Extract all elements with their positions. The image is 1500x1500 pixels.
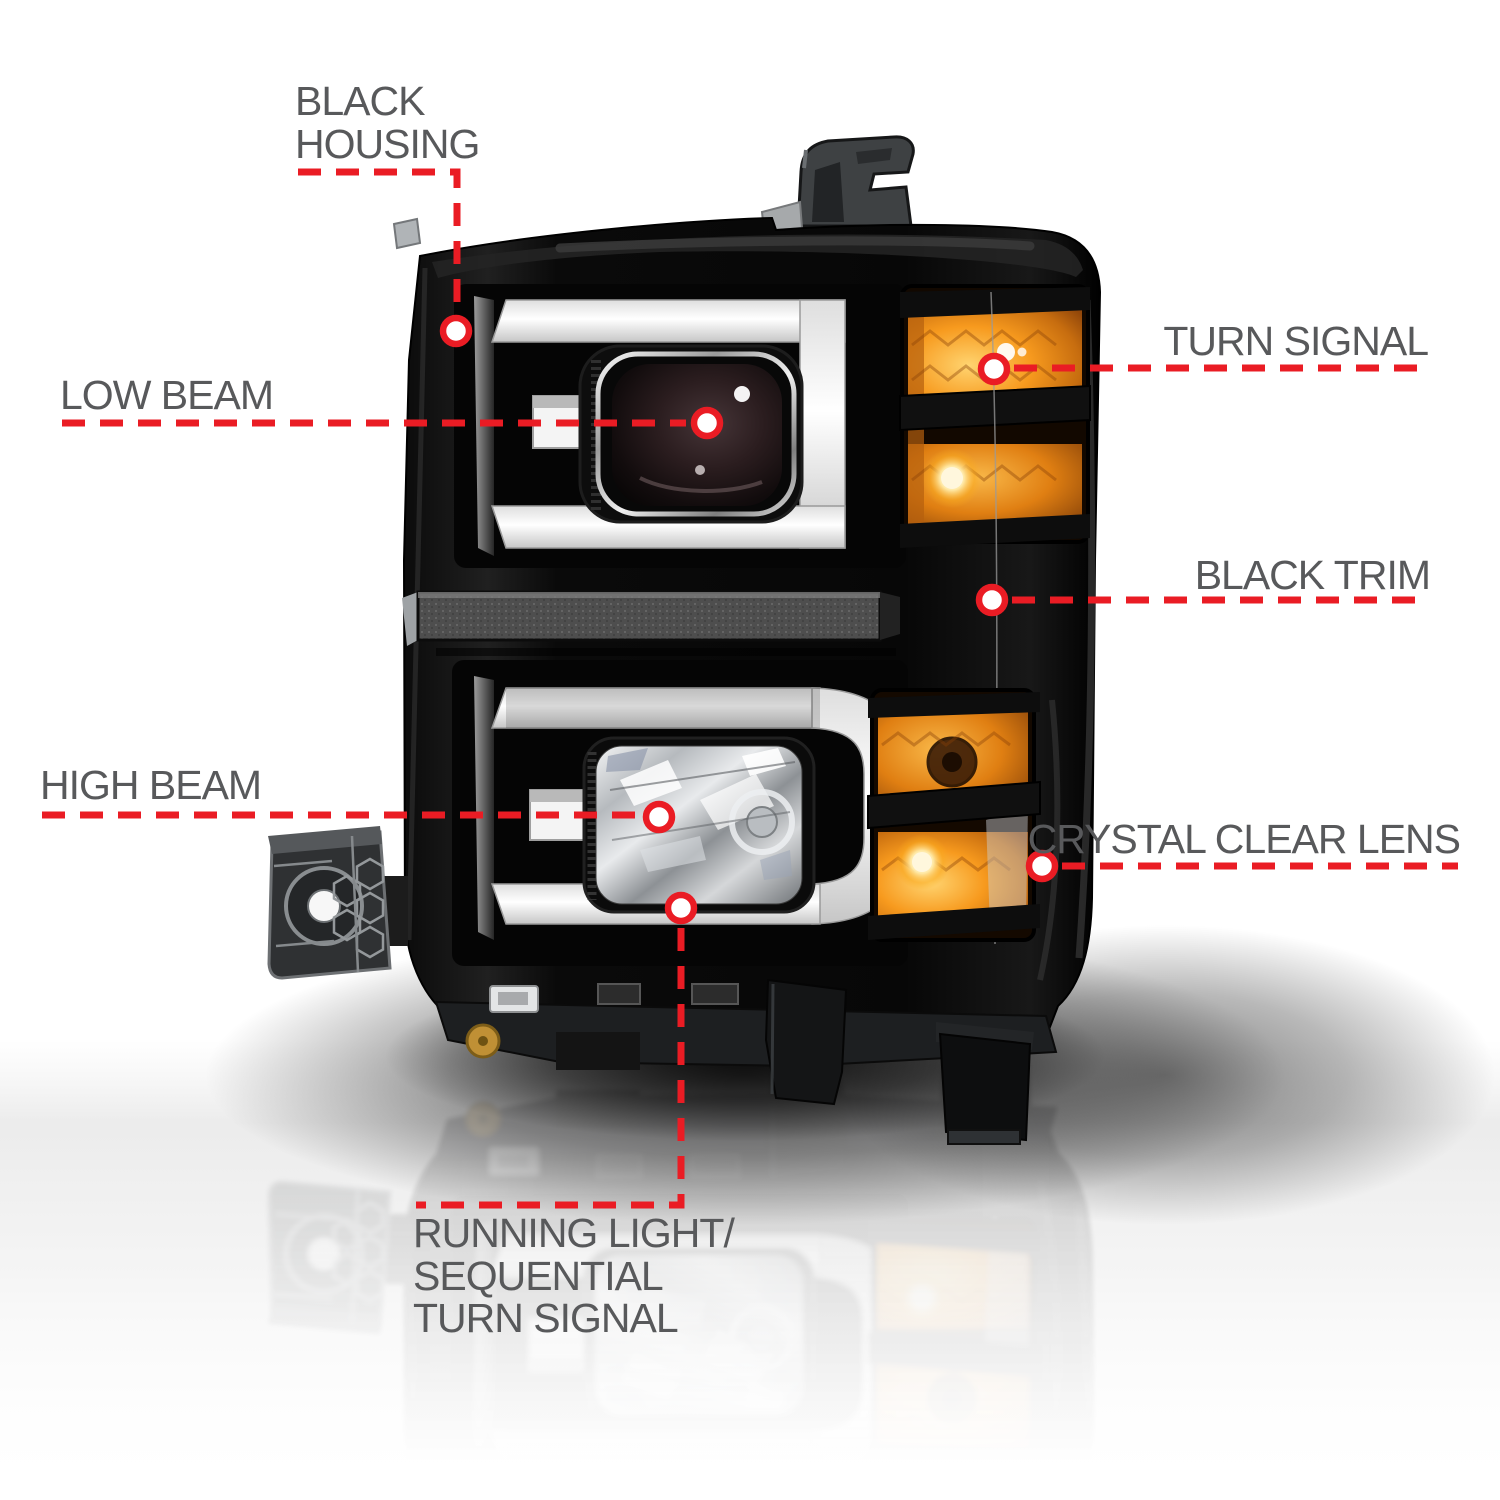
mounting-bracket-left (267, 826, 408, 980)
high-beam-lamp (582, 736, 816, 914)
black-housing-marker (439, 314, 473, 348)
mounting-hardware-bottom (434, 978, 1058, 1145)
label-low-beam: LOW BEAM (60, 372, 274, 418)
turn-signal-marker (977, 352, 1011, 386)
label-black-trim: BLACK TRIM (1194, 552, 1431, 598)
label-black-housing: BLACK HOUSING (295, 78, 480, 167)
label-turn-signal: TURN SIGNAL (1163, 318, 1429, 364)
label-crystal-clear-lens: CRYSTAL CLEAR LENS (1027, 816, 1461, 862)
low-beam-projector (578, 344, 804, 524)
crystal-clear-lens-marker (1025, 849, 1059, 883)
running-light-marker (664, 891, 698, 925)
black-housing-leader-line (298, 168, 461, 310)
label-running-light: RUNNING LIGHT/ SEQUENTIAL TURN SIGNAL (413, 1210, 735, 1342)
running-light-leader-line (416, 928, 685, 1209)
low-beam-marker (690, 406, 724, 440)
housing-tab-left (392, 217, 422, 250)
high-beam-marker (642, 800, 676, 834)
black-trim-marker (975, 583, 1009, 617)
mid-trim-bar (402, 590, 900, 656)
label-high-beam: HIGH BEAM (40, 762, 262, 808)
headlight-assembly (267, 135, 1102, 1145)
turn-signal-lower (867, 688, 1061, 981)
high-beam-section (452, 660, 908, 966)
mounting-bracket-top (760, 135, 915, 233)
bracket-bolt-hole (307, 889, 341, 923)
